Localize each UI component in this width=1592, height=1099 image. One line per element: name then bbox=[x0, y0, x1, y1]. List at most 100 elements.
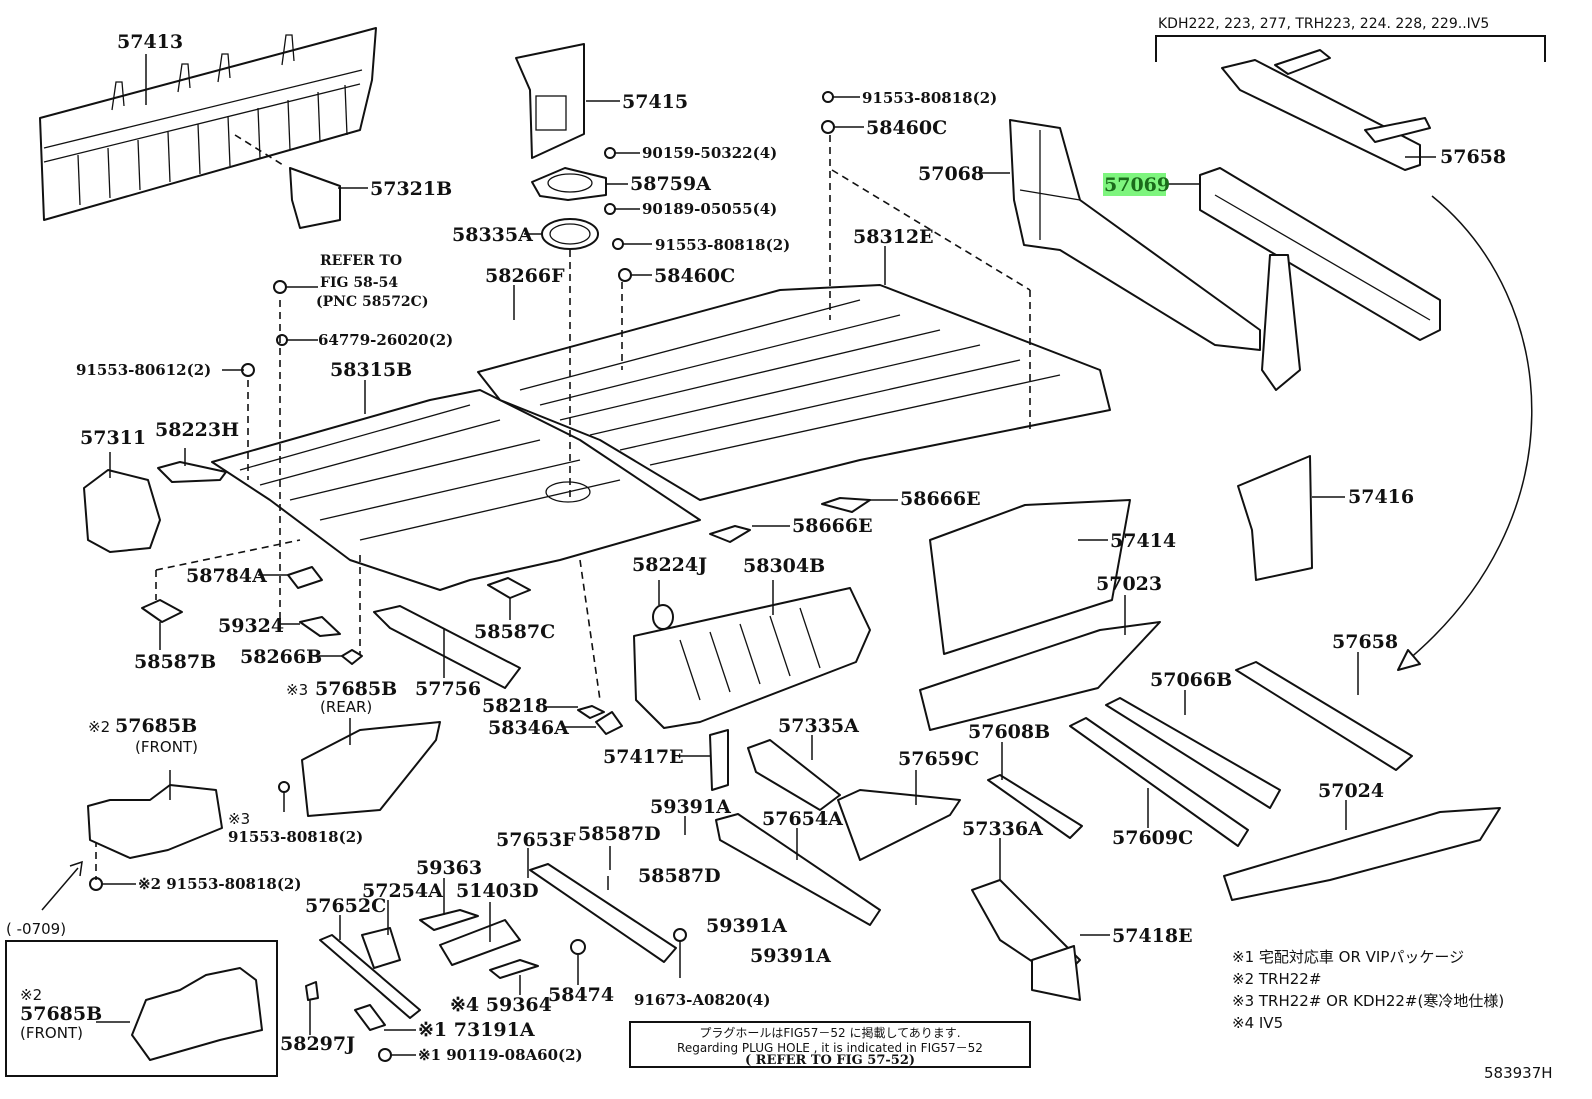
label-57415[interactable]: 57415 bbox=[622, 91, 688, 113]
part-58315B-shape[interactable] bbox=[211, 389, 701, 591]
part-57414-shape[interactable] bbox=[929, 499, 1131, 655]
label-59364[interactable]: ※4 59364 bbox=[450, 994, 552, 1016]
label-90159-50322[interactable]: 90159-50322(4) bbox=[642, 144, 777, 162]
label-59391A-b[interactable]: 59391A bbox=[706, 915, 787, 937]
label-58315B[interactable]: 58315B bbox=[330, 359, 412, 381]
label-57413[interactable]: 57413 bbox=[117, 31, 183, 53]
part-73191A-shape[interactable] bbox=[354, 1004, 386, 1031]
label-91553-80818-s2[interactable]: ※2 91553-80818(2) bbox=[138, 875, 301, 893]
label-91553-80818-s3[interactable]: 91553-80818(2) bbox=[228, 828, 363, 846]
label-57756[interactable]: 57756 bbox=[415, 678, 481, 700]
label-57609C[interactable]: 57609C bbox=[1112, 827, 1193, 849]
label-58759A[interactable]: 58759A bbox=[630, 173, 711, 195]
part-59324-shape[interactable] bbox=[299, 616, 341, 637]
part-58266B-shape[interactable] bbox=[341, 649, 363, 665]
label-57254A[interactable]: 57254A bbox=[362, 880, 443, 902]
part-59363-shape[interactable] bbox=[419, 909, 479, 931]
label-58304B[interactable]: 58304B bbox=[743, 555, 825, 577]
part-57311-shape[interactable] bbox=[83, 469, 161, 553]
label-57659C[interactable]: 57659C bbox=[898, 748, 979, 770]
label-58266B[interactable]: 58266B bbox=[240, 646, 322, 668]
part-57654A-shape[interactable] bbox=[715, 813, 881, 926]
label-73191A[interactable]: ※1 73191A bbox=[418, 1019, 535, 1041]
part-58224J-shape[interactable] bbox=[652, 604, 674, 630]
label-57653F[interactable]: 57653F bbox=[496, 829, 576, 851]
part-58223H-shape[interactable] bbox=[157, 461, 227, 483]
label-57068[interactable]: 57068 bbox=[918, 163, 984, 185]
label-57311[interactable]: 57311 bbox=[80, 427, 146, 449]
label-58587C[interactable]: 58587C bbox=[474, 621, 555, 643]
part-57685B-rear-shape[interactable] bbox=[301, 721, 441, 817]
part-57685B-front-shape[interactable] bbox=[87, 784, 223, 859]
part-57413-shape[interactable] bbox=[39, 27, 377, 221]
part-57024-shape[interactable] bbox=[1223, 807, 1501, 901]
label-58335A[interactable]: 58335A bbox=[452, 224, 533, 246]
part-57321B-shape[interactable] bbox=[289, 167, 341, 229]
part-58784A-shape[interactable] bbox=[287, 566, 323, 589]
label-57652C[interactable]: 57652C bbox=[305, 895, 386, 917]
label-57336A[interactable]: 57336A bbox=[962, 818, 1043, 840]
label-58218[interactable]: 58218 bbox=[482, 695, 548, 717]
part-57415-shape[interactable] bbox=[515, 43, 585, 159]
label-51403D[interactable]: 51403D bbox=[456, 880, 539, 902]
part-58666E-b-shape[interactable] bbox=[709, 525, 751, 543]
part-57069-shape[interactable] bbox=[1199, 167, 1441, 391]
part-57608B-shape[interactable] bbox=[987, 774, 1083, 839]
part-58297J-shape[interactable] bbox=[305, 981, 319, 1001]
part-58666E-a-shape[interactable] bbox=[821, 497, 871, 513]
part-58218-shape[interactable] bbox=[577, 705, 605, 719]
part-51403D-shape[interactable] bbox=[439, 919, 521, 966]
label-59324[interactable]: 59324 bbox=[218, 615, 284, 637]
label-91553-80818-top[interactable]: 91553-80818(2) bbox=[862, 89, 997, 107]
label-57608B[interactable]: 57608B bbox=[968, 721, 1050, 743]
label-57414[interactable]: 57414 bbox=[1110, 530, 1176, 552]
label-57024[interactable]: 57024 bbox=[1318, 780, 1384, 802]
part-58346A-shape[interactable] bbox=[595, 711, 623, 735]
part-57335A-shape[interactable] bbox=[747, 739, 841, 811]
label-57023[interactable]: 57023 bbox=[1096, 573, 1162, 595]
label-57658-bottom[interactable]: 57658 bbox=[1332, 631, 1398, 653]
label-58346A[interactable]: 58346A bbox=[488, 717, 569, 739]
label-58224J[interactable]: 58224J bbox=[632, 554, 707, 576]
part-57658-bottom-shape[interactable] bbox=[1235, 661, 1413, 771]
part-58304B-shape[interactable] bbox=[633, 587, 871, 729]
label-57069[interactable]: 57069 bbox=[1104, 174, 1170, 196]
inset-part-label[interactable]: 57685B bbox=[20, 1003, 102, 1025]
label-91553-80818-center[interactable]: 91553-80818(2) bbox=[655, 236, 790, 254]
part-57653F-shape[interactable] bbox=[529, 863, 677, 963]
label-91673-A0820[interactable]: 91673-A0820(4) bbox=[634, 991, 770, 1009]
part-57066B-shape[interactable] bbox=[1105, 697, 1281, 809]
label-58312E[interactable]: 58312E bbox=[853, 226, 934, 248]
part-57416-shape[interactable] bbox=[1237, 455, 1313, 581]
label-57654A[interactable]: 57654A bbox=[762, 808, 843, 830]
label-57066B[interactable]: 57066B bbox=[1150, 669, 1232, 691]
label-58460C-top[interactable]: 58460C bbox=[866, 117, 947, 139]
label-58666E-b[interactable]: 58666E bbox=[792, 515, 873, 537]
part-57609C-shape[interactable] bbox=[1069, 717, 1249, 847]
part-58587B-shape[interactable] bbox=[141, 599, 183, 623]
label-64779-26020[interactable]: 64779-26020(2) bbox=[318, 331, 453, 349]
label-58587D-b[interactable]: 58587D bbox=[638, 865, 721, 887]
label-57685B-front[interactable]: 57685B bbox=[115, 715, 197, 737]
inset-57685B-shape[interactable] bbox=[131, 967, 263, 1061]
label-58460C-center[interactable]: 58460C bbox=[654, 265, 735, 287]
part-57254A-shape[interactable] bbox=[361, 927, 401, 969]
part-57658-top-shape[interactable] bbox=[1221, 49, 1431, 171]
label-90119-08A60[interactable]: ※1 90119-08A60(2) bbox=[418, 1046, 583, 1064]
label-58587B[interactable]: 58587B bbox=[134, 651, 216, 673]
part-58587C-shape[interactable] bbox=[487, 577, 531, 599]
label-91553-80612[interactable]: 91553-80612(2) bbox=[76, 361, 211, 379]
part-57756-shape[interactable] bbox=[373, 605, 521, 689]
part-59364-shape[interactable] bbox=[489, 959, 539, 979]
label-58474[interactable]: 58474 bbox=[548, 984, 614, 1006]
label-57685B-rear[interactable]: 57685B bbox=[315, 678, 397, 700]
label-58297J[interactable]: 58297J bbox=[280, 1033, 355, 1055]
part-57417E-shape[interactable] bbox=[709, 729, 729, 791]
label-57321B[interactable]: 57321B bbox=[370, 178, 452, 200]
label-57417E[interactable]: 57417E bbox=[603, 746, 684, 768]
part-57023-shape[interactable] bbox=[919, 621, 1161, 731]
label-58223H[interactable]: 58223H bbox=[155, 419, 239, 441]
label-57335A[interactable]: 57335A bbox=[778, 715, 859, 737]
label-90189-05055[interactable]: 90189-05055(4) bbox=[642, 200, 777, 218]
part-57068-shape[interactable] bbox=[1009, 119, 1261, 351]
